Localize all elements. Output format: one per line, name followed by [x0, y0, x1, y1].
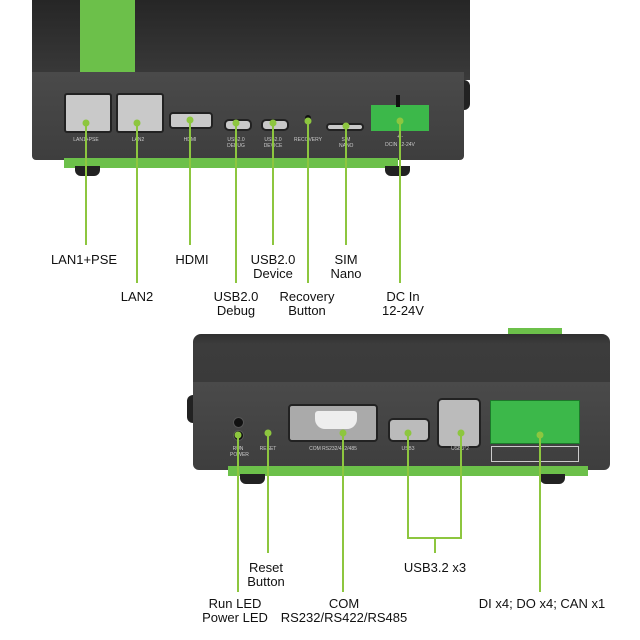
bottom-device-knob: [187, 395, 195, 423]
lan2-port: [116, 93, 164, 133]
callout-usb-device: USB2.0 Device: [250, 252, 296, 281]
callout-dot: [304, 117, 312, 125]
callout-dot: [133, 119, 141, 127]
callout-dio: DI x4; DO x4; CAN x1: [478, 596, 606, 611]
callout-com: COM RS232/RS422/RS485: [280, 596, 408, 625]
bottom-device-foot: [240, 474, 265, 484]
bottom-device-body: [193, 334, 610, 384]
callout-dot: [536, 431, 544, 439]
callout-dot: [232, 119, 240, 127]
com-port: [288, 404, 378, 442]
callout-line-usb: [407, 433, 462, 539]
callout-dot: [186, 116, 194, 124]
top-device-foot: [75, 166, 100, 176]
dio-terminal-labels: [491, 446, 579, 462]
bottom-device-foot: [540, 474, 565, 484]
com-db9: [315, 411, 357, 429]
dc-terminal-lever: [396, 95, 400, 107]
callout-usb-debug: USB2.0 Debug: [213, 289, 259, 318]
callout-dot: [396, 117, 404, 125]
callout-usb: USB3.2 x3: [403, 560, 467, 575]
callout-dot: [234, 431, 242, 439]
callout-dot: [82, 119, 90, 127]
run-led: [233, 417, 244, 428]
dio-terminal-block: [490, 400, 580, 444]
top-device-green-tab: [80, 0, 135, 72]
callout-dc: DC In 12-24V: [382, 289, 424, 318]
callout-dot: [457, 429, 465, 437]
callout-lan1: LAN1+PSE: [50, 252, 118, 267]
callout-reset: Reset Button: [247, 560, 285, 589]
bottom-device-green-tab: [508, 328, 562, 338]
top-device-base-strip: [64, 158, 398, 168]
callout-dot: [339, 429, 347, 437]
callout-leds: Run LED Power LED: [202, 596, 268, 625]
callout-hdmi: HDMI: [175, 252, 209, 267]
top-device-foot: [385, 166, 410, 176]
bottom-device: RUN POWER RESET COM RS232/422/485 USB3 U…: [0, 320, 640, 490]
panel-label-com: COM RS232/422/485: [309, 446, 357, 452]
callout-dot: [342, 122, 350, 130]
top-device: LAN1+PSE LAN2 HDMI USB2.0 DEBUG USB2.0 D…: [0, 0, 640, 190]
lan1-port: [64, 93, 112, 133]
usb3-dual-port: [437, 398, 481, 448]
callout-dot: [269, 119, 277, 127]
callout-recovery: Recovery Button: [279, 289, 335, 318]
callout-lan2: LAN2: [120, 289, 154, 304]
callout-dot: [404, 429, 412, 437]
callout-dot: [264, 429, 272, 437]
callout-sim: SIM Nano: [330, 252, 362, 281]
top-device-knob: [460, 80, 470, 110]
